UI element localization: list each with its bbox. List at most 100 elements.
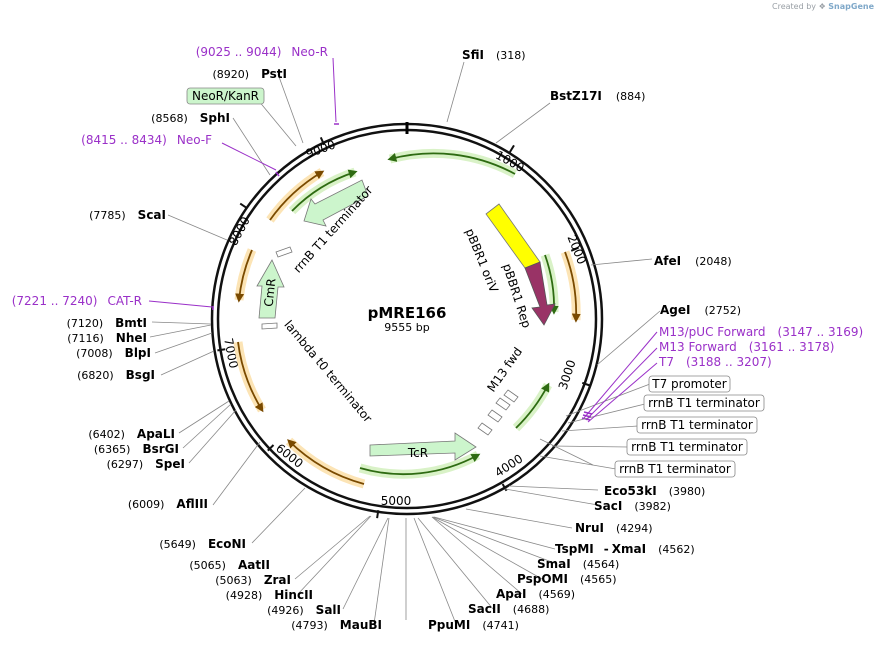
rrnb-inner-feature <box>303 179 369 227</box>
rrnb-term-box-3[interactable]: rrnB T1 terminator <box>626 438 748 456</box>
orange-arc-lambda <box>285 437 366 489</box>
svg-text:(6365)BsrGI: (6365)BsrGI <box>94 442 179 456</box>
svg-text:M13/pUC Forward(3147 .. 3169): M13/pUC Forward(3147 .. 3169) <box>659 325 863 339</box>
primer-mark-m13puc <box>581 417 591 421</box>
site-ppumi[interactable]: PpuMI(4741) <box>428 618 519 632</box>
site-apali[interactable]: (6402)ApaLI <box>88 427 175 441</box>
svg-text:ApaI(4569): ApaI(4569) <box>496 587 575 601</box>
svg-text:(7008)BlpI: (7008)BlpI <box>76 346 151 360</box>
site-pspomi[interactable]: PspOMI(4565) <box>517 572 617 586</box>
svg-text:Eco53kI(3980): Eco53kI(3980) <box>604 484 705 498</box>
primer-m13-puc-forward[interactable]: M13/pUC Forward(3147 .. 3169) <box>659 325 863 339</box>
pbbr1-oriv-feature <box>485 203 541 269</box>
svg-text:(7116)NheI: (7116)NheI <box>67 331 147 345</box>
site-scai[interactable]: (7785)ScaI <box>89 208 166 222</box>
site-bmti[interactable]: (7120)BmtI <box>67 316 147 330</box>
primer-neo-r[interactable]: (9025 .. 9044)Neo-R <box>196 45 328 59</box>
plasmid-size: 9555 bp <box>384 321 429 334</box>
svg-text:(5649)EcoNI: (5649)EcoNI <box>159 537 246 551</box>
site-afei[interactable]: AfeI(2048) <box>654 254 732 268</box>
primer-leader-lines <box>148 57 658 423</box>
site-nrui[interactable]: NruI(4294) <box>575 521 653 535</box>
site-sfii[interactable]: SfiI(318) <box>462 48 526 62</box>
svg-text:M13 Forward(3161 .. 3178): M13 Forward(3161 .. 3178) <box>659 340 834 354</box>
tcr-label: TcR <box>407 446 428 460</box>
small-term-3 <box>495 397 511 411</box>
svg-text:SmaI(4564): SmaI(4564) <box>537 557 619 571</box>
svg-text:(9025 .. 9044)Neo-R: (9025 .. 9044)Neo-R <box>196 45 328 59</box>
tick-label-3000: 3000 <box>556 358 579 391</box>
svg-text:SacI(3982): SacI(3982) <box>594 499 671 513</box>
site-bsrgi[interactable]: (6365)BsrGI <box>94 442 179 456</box>
site-nhei[interactable]: (7116)NheI <box>67 331 147 345</box>
ring-tick-marks <box>217 136 591 519</box>
svg-text:(4928)HincII: (4928)HincII <box>226 588 313 602</box>
site-psti[interactable]: (8920)PstI <box>212 67 287 81</box>
cmr-label: CmR <box>262 278 279 308</box>
rrnb-term-label-2: rrnB T1 terminator <box>641 418 753 432</box>
small-term-1 <box>275 246 293 258</box>
rrnb-term-box-4[interactable]: rrnB T1 terminator <box>614 460 736 478</box>
watermark-brand: SnapGene <box>828 2 874 11</box>
site-apai[interactable]: ApaI(4569) <box>496 587 575 601</box>
svg-text:(6297)SpeI: (6297)SpeI <box>107 457 185 471</box>
t7-promoter-box[interactable]: T7 promoter <box>648 375 731 393</box>
t7-promoter-label: T7 promoter <box>651 377 727 391</box>
svg-text:(4926)SalI: (4926)SalI <box>267 603 341 617</box>
plasmid-name: pMRE166 <box>368 304 447 322</box>
backbone <box>210 122 604 516</box>
neor-kanr-box[interactable]: NeoR/KanR <box>186 87 265 105</box>
primer-mark-neo-f <box>275 171 280 177</box>
small-term-5 <box>477 422 493 436</box>
svg-text:T7(3188 .. 3207): T7(3188 .. 3207) <box>658 355 772 369</box>
site-eco53ki[interactable]: Eco53kI(3980) <box>604 484 705 498</box>
site-afliii[interactable]: (6009)AflIII <box>128 497 208 511</box>
site-sacii[interactable]: SacII(4688) <box>468 602 549 616</box>
site-econi[interactable]: (5649)EcoNI <box>159 537 246 551</box>
site-aatii[interactable]: (5065)AatII <box>189 558 270 572</box>
svg-text:SacII(4688): SacII(4688) <box>468 602 549 616</box>
tcr-cds <box>369 432 477 461</box>
pbbr1-oriv-label: pBBR1 oriV <box>463 226 502 295</box>
svg-text:AgeI(2752): AgeI(2752) <box>660 303 741 317</box>
orange-arc-rrnb-1 <box>560 250 581 323</box>
site-tspmi-xmai[interactable]: TspMI-XmaI(4562) <box>555 542 695 556</box>
green-arc-neo <box>288 167 358 215</box>
site-maubi[interactable]: (4793)MauBI <box>291 618 382 632</box>
green-arc-tcr <box>358 451 481 479</box>
site-spei[interactable]: (6297)SpeI <box>107 457 185 471</box>
site-agei[interactable]: AgeI(2752) <box>660 303 741 317</box>
svg-text:(8920)PstI: (8920)PstI <box>212 67 287 81</box>
site-zrai[interactable]: (5063)ZraI <box>215 573 291 587</box>
site-sali[interactable]: (4926)SalI <box>267 603 341 617</box>
tick-label-5000: 5000 <box>381 494 412 508</box>
primer-m13-forward[interactable]: M13 Forward(3161 .. 3178) <box>659 340 834 354</box>
tick-label-9000: 9000 <box>304 137 337 161</box>
site-bsgi[interactable]: (6820)BsgI <box>77 368 155 382</box>
site-sphi[interactable]: (8568)SphI <box>151 111 230 125</box>
site-hincii[interactable]: (4928)HincII <box>226 588 313 602</box>
svg-text:(4793)MauBI: (4793)MauBI <box>291 618 382 632</box>
site-smai[interactable]: SmaI(4564) <box>537 557 619 571</box>
site-saci-1[interactable]: SacI(3982) <box>594 499 671 513</box>
primer-t7[interactable]: T7(3188 .. 3207) <box>658 355 772 369</box>
tick-label-8000: 8000 <box>226 214 253 248</box>
svg-text:TspMI-XmaI(4562): TspMI-XmaI(4562) <box>555 542 695 556</box>
orange-arc-cat <box>233 341 266 413</box>
site-blpi[interactable]: (7008)BlpI <box>76 346 151 360</box>
green-arc-oriv <box>540 253 559 315</box>
green-arc-m13 <box>512 382 552 432</box>
cmr-cds <box>256 259 285 319</box>
green-feature-arcs <box>288 148 559 479</box>
rrnb-term-label-1: rrnB T1 terminator <box>648 396 760 410</box>
svg-text:SfiI(318): SfiI(318) <box>462 48 526 62</box>
primer-neo-f[interactable]: (8415 .. 8434)Neo-F <box>81 133 212 147</box>
primer-cat-r[interactable]: (7221 .. 7240)CAT-R <box>12 294 142 308</box>
svg-text:BstZ17I(884): BstZ17I(884) <box>550 89 645 103</box>
site-bstz17i[interactable]: BstZ17I(884) <box>550 89 645 103</box>
rrnb-term-box-2[interactable]: rrnB T1 terminator <box>636 416 758 434</box>
tick-label-4000: 4000 <box>492 451 525 479</box>
svg-text:NruI(4294): NruI(4294) <box>575 521 653 535</box>
svg-text:(7120)BmtI: (7120)BmtI <box>67 316 147 330</box>
rrnb-term-box-1[interactable]: rrnB T1 terminator <box>643 394 765 412</box>
